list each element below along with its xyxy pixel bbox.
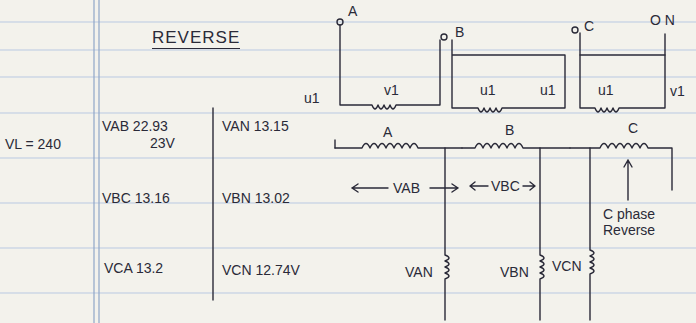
voltage-reading: VBN 13.02	[222, 190, 290, 206]
winding-label: u1	[540, 82, 556, 98]
voltage-label: VCN	[552, 258, 582, 274]
terminal-label: A	[348, 3, 357, 19]
winding-label: u1	[480, 82, 496, 98]
voltage-reading: VAB 22.93	[102, 118, 168, 134]
voltage-label: VAN	[405, 264, 433, 280]
phase-label: A	[383, 124, 392, 140]
phase-label: C	[628, 120, 638, 136]
voltage-arrow-label: VBC	[491, 178, 520, 194]
voltage-arrow-label: VAB	[393, 180, 420, 196]
page-heading: REVERSE	[152, 30, 240, 49]
phase-label: B	[505, 122, 514, 138]
terminal-label: B	[455, 24, 464, 40]
note: C phase Reverse	[603, 206, 665, 238]
voltage-label: VBN	[500, 264, 529, 280]
winding-label: u1	[304, 90, 320, 106]
voltage-reading: 23V	[150, 135, 175, 151]
voltage-reading: VBC 13.16	[102, 190, 170, 206]
voltage-reading: VCA 13.2	[104, 260, 163, 276]
winding-label: v1	[384, 82, 399, 98]
winding-label: v1	[670, 83, 685, 99]
voltage-reading: VCN 12.74V	[222, 262, 300, 278]
terminal-label: C	[584, 18, 594, 34]
terminal-label: O N	[650, 12, 675, 28]
winding-label: u1	[598, 82, 614, 98]
line-voltage: VL = 240	[5, 136, 61, 152]
voltage-reading: VAN 13.15	[222, 118, 289, 134]
